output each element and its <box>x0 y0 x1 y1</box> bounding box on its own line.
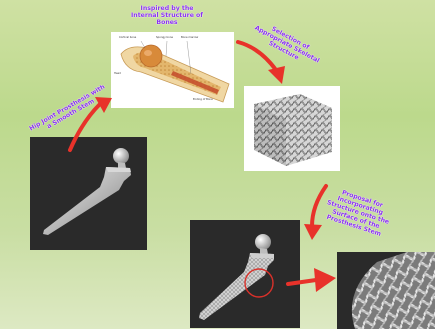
smooth-stem-prosthesis-image <box>30 137 147 250</box>
mesh-surface-zoom-image <box>337 252 435 329</box>
label-cortical-bone: Cortical bone <box>119 36 136 39</box>
label-spongy-bone: Spongy bone <box>156 36 173 39</box>
caption-hip-prosthesis: Hip Joint Prosthesis with a Smooth Stem <box>28 83 109 138</box>
label-bone-marrow: Bone marrow <box>181 36 198 39</box>
arrowhead-4 <box>314 268 336 292</box>
arrowhead-3 <box>304 224 322 240</box>
caption-inspired-by-bones: Inspired by the Internal Structure of Bo… <box>128 5 206 26</box>
label-bone-ending: Ending of Bone <box>193 98 213 101</box>
bone-internal-structure-image: Cortical bone Spongy bone Bone marrow He… <box>111 32 234 108</box>
caption-incorporation-proposal: Proposal for Incorporating Structure ont… <box>315 183 402 241</box>
lattice-structure-image <box>244 86 340 171</box>
arrowhead-2 <box>268 66 285 84</box>
label-head: Head <box>114 72 121 75</box>
textured-stem-prosthesis-image <box>190 220 300 328</box>
caption-skeletal-structure-selection: Selection of Appropriate Skeletal Struct… <box>249 18 324 71</box>
